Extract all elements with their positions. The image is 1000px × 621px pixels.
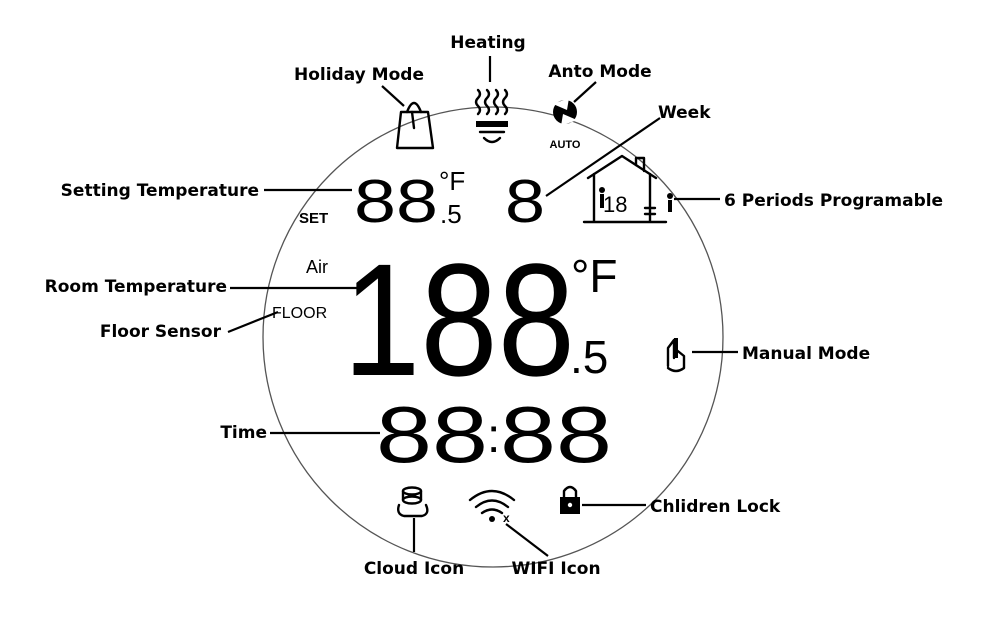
leader-wifi [505,523,549,557]
set-digits: 88 [354,168,438,235]
week-digit: 8 [505,168,545,235]
leader-auto [573,81,597,103]
bag-icon [395,101,435,150]
label-auto-mode: Anto Mode [548,62,651,82]
auto-mode-icon: AUTO [550,98,581,151]
house-period-icon: 18 [582,154,673,224]
label-six-periods: 6 Periods Programable [724,191,943,211]
time-colon: : [487,410,500,463]
wifi-icon: x [468,489,516,525]
label-week: Week [658,103,711,123]
time-minutes: 88 [500,390,612,479]
auto-label: AUTO [550,139,581,151]
room-digits: 188 [343,230,575,409]
lock-icon [560,485,580,514]
label-cloud-icon: Cloud Icon [364,559,464,579]
set-label: SET [299,210,328,227]
label-manual-mode: Manual Mode [742,344,870,364]
air-label: Air [306,257,328,277]
set-decimal: .5 [440,199,462,229]
label-time: Time [220,423,267,443]
heating-icon [474,88,509,144]
leader-week [545,117,661,197]
set-unit: °F [439,166,465,196]
time-hours: 88 [376,390,488,479]
label-setting-temperature: Setting Temperature [61,181,259,201]
hand-icon [666,338,686,373]
lcd-outline-circle [262,106,724,568]
floor-label: FLOOR [272,305,327,322]
leader-floor [227,310,279,334]
wifi-x: x [503,511,510,525]
label-children-lock: Chlidren Lock [650,497,781,517]
label-heating: Heating [450,33,525,53]
room-unit: °F [571,250,618,302]
label-holiday-mode: Holiday Mode [294,65,424,85]
period-digit: 18 [603,192,627,217]
label-room-temperature: Room Temperature [45,277,227,297]
cloud-icon [396,486,429,518]
label-wifi-icon: WIFI Icon [511,559,600,579]
label-floor-sensor: Floor Sensor [100,322,222,342]
room-decimal: .5 [570,331,608,383]
leader-holiday [381,85,405,107]
